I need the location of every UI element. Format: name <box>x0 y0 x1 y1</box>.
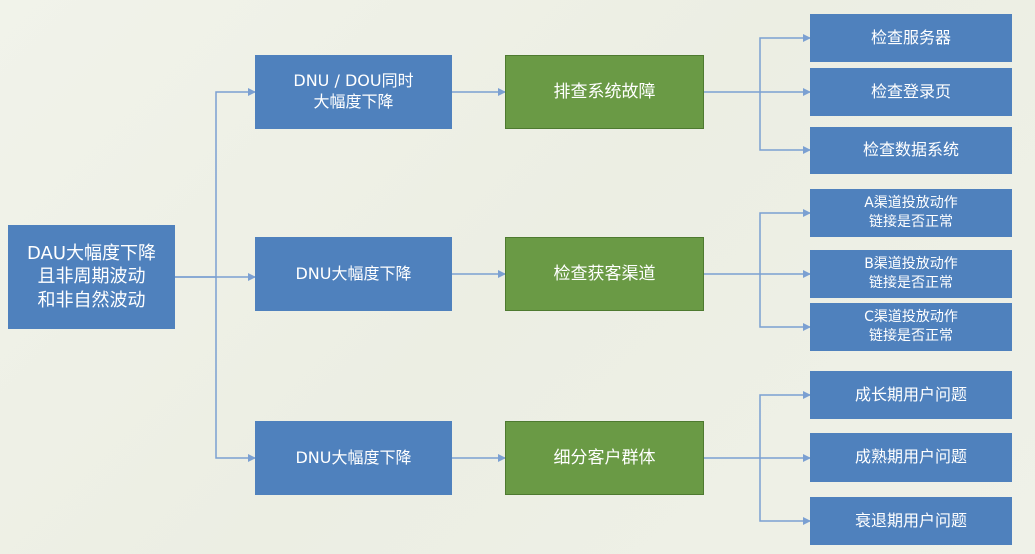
root-node: DAU大幅度下降 且非周期波动 和非自然波动 <box>8 225 175 329</box>
connector-action-2-check-1 <box>704 209 811 275</box>
branch-3-condition-node: DNU大幅度下降 <box>255 421 452 495</box>
connector-action-3-check-3 <box>759 458 811 525</box>
branch-2-action-node: 检查获客渠道 <box>505 237 704 311</box>
branch-3-action-node: 细分客户群体 <box>505 421 704 495</box>
branch-2-check-3-node: C渠道投放动作 链接是否正常 <box>810 303 1012 351</box>
branch-1-action-node: 排查系统故障 <box>505 55 704 129</box>
connector-root-to-branch-1 <box>175 88 256 278</box>
branch-1-check-1-node: 检查服务器 <box>810 14 1012 62</box>
branch-1-check-3-node: 检查数据系统 <box>810 127 1012 174</box>
connector-action-2-check-3 <box>759 274 811 331</box>
branch-3-check-1-node: 成长期用户问题 <box>810 371 1012 419</box>
connector-action-1-check-3 <box>759 92 811 154</box>
connector-root-to-branch-3 <box>215 277 256 462</box>
connector-action-3-check-1 <box>704 391 811 459</box>
branch-1-check-2-node: 检查登录页 <box>810 68 1012 116</box>
branch-2-condition-node: DNU大幅度下降 <box>255 237 452 311</box>
branch-3-check-3-node: 衰退期用户问题 <box>810 497 1012 545</box>
branch-2-check-2-node: B渠道投放动作 链接是否正常 <box>810 250 1012 298</box>
branch-1-condition-node: DNU / DOU同时 大幅度下降 <box>255 55 452 129</box>
connector-action-1-check-1 <box>704 34 811 93</box>
branch-3-check-2-node: 成熟期用户问题 <box>810 433 1012 482</box>
branch-2-check-1-node: A渠道投放动作 链接是否正常 <box>810 189 1012 237</box>
